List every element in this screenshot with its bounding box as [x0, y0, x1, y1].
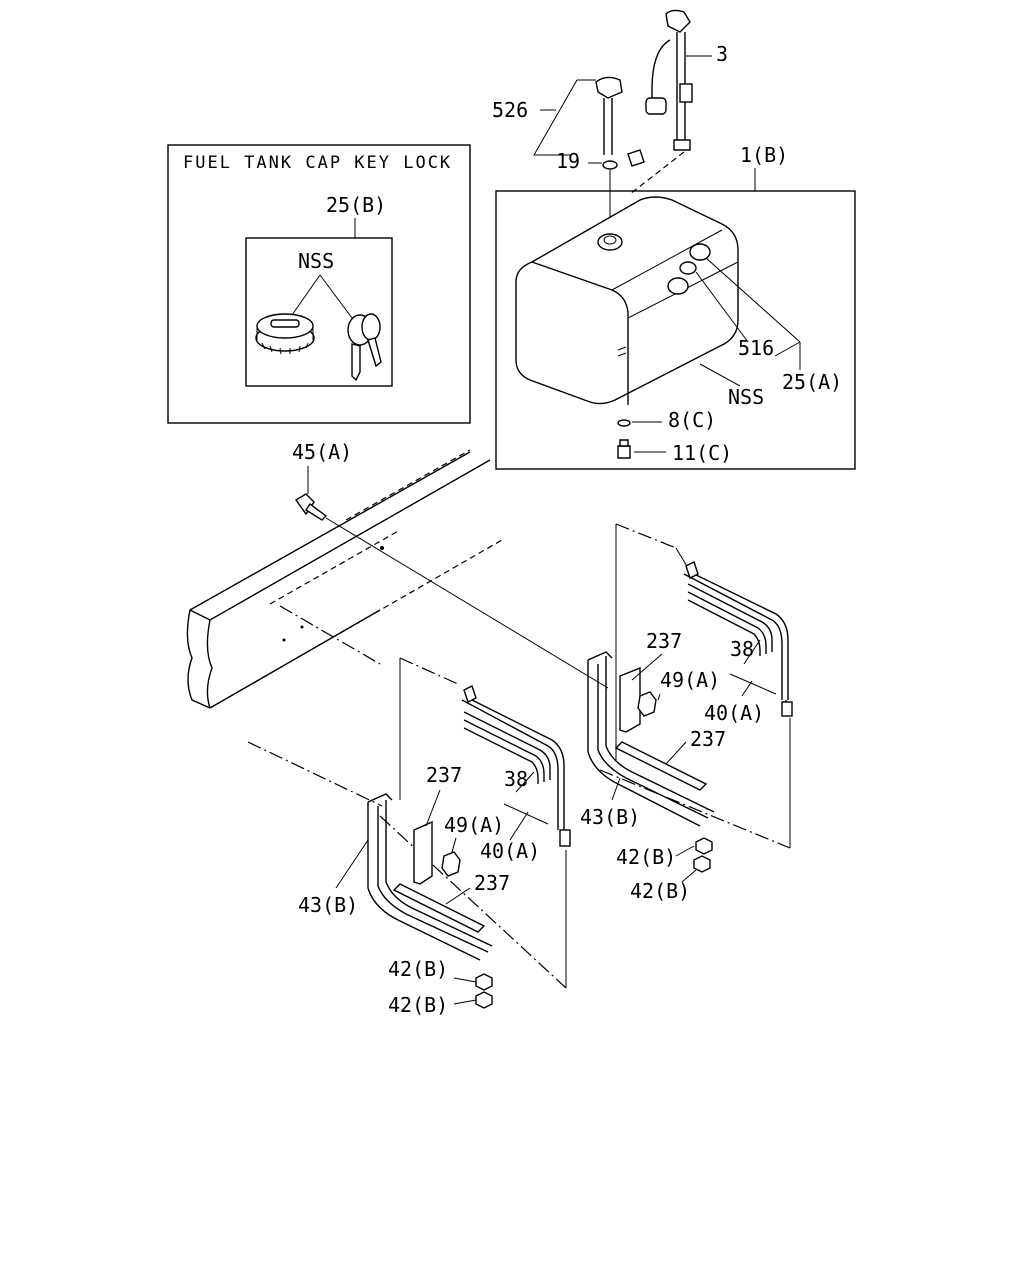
label-38-left: 38 — [504, 767, 528, 791]
inset-title: FUEL TANK CAP KEY LOCK — [183, 153, 452, 173]
label-40a-right: 40(A) — [704, 701, 764, 725]
label-526: 526 — [492, 98, 528, 122]
left-bracket-assembly: 237 38 49(A) 40(A) 237 43(B) 42(B) 42(B) — [247, 657, 571, 1017]
label-516: 516 — [738, 336, 774, 360]
fuel-sender-unit: 3 — [645, 9, 728, 151]
label-237-right-top: 237 — [646, 629, 682, 653]
label-237-right-bottom: 237 — [690, 727, 726, 751]
bolt-45a: 45(A) — [292, 440, 609, 689]
label-19: 19 — [556, 149, 580, 173]
label-42b-left-2: 42(B) — [388, 993, 448, 1017]
inset-key-lock: FUEL TANK CAP KEY LOCK 25(B) NSS — [167, 144, 471, 424]
inset-frame — [167, 144, 471, 424]
label-40a-left: 40(A) — [480, 839, 540, 863]
label-42b-right-1: 42(B) — [616, 845, 676, 869]
label-11c: 11(C) — [672, 441, 732, 465]
label-49a-right: 49(A) — [660, 668, 720, 692]
label-38-right: 38 — [730, 637, 754, 661]
label-25b: 25(B) — [326, 193, 386, 217]
label-25a: 25(A) — [782, 370, 842, 394]
fuel-gauge-unit: 526 19 — [492, 76, 685, 238]
key-icon — [347, 313, 382, 382]
label-nss-inset: NSS — [298, 249, 334, 273]
label-1b: 1(B) — [740, 143, 788, 167]
label-42b-right-2: 42(B) — [630, 879, 690, 903]
label-237-left-bottom: 237 — [474, 871, 510, 895]
label-43b-left: 43(B) — [298, 893, 358, 917]
fuel-cap-icon — [255, 313, 315, 355]
fuel-tank-assembly: 1(B) 516 25(A) NSS 8(C) 11(C) — [495, 143, 856, 470]
frame-rail — [186, 449, 503, 709]
label-nss-tank: NSS — [728, 385, 764, 409]
label-49a-left: 49(A) — [444, 813, 504, 837]
label-237-left-top: 237 — [426, 763, 462, 787]
inset-inner-frame — [245, 237, 393, 387]
label-42b-left-1: 42(B) — [388, 957, 448, 981]
right-bracket-assembly: 237 49(A) 38 40(A) 237 43(B) 42(B) 42(B) — [580, 523, 793, 903]
label-45a: 45(A) — [292, 440, 352, 464]
label-8c: 8(C) — [668, 408, 716, 432]
label-43b-right: 43(B) — [580, 805, 640, 829]
tank-frame — [495, 190, 856, 470]
label-3: 3 — [716, 42, 728, 66]
